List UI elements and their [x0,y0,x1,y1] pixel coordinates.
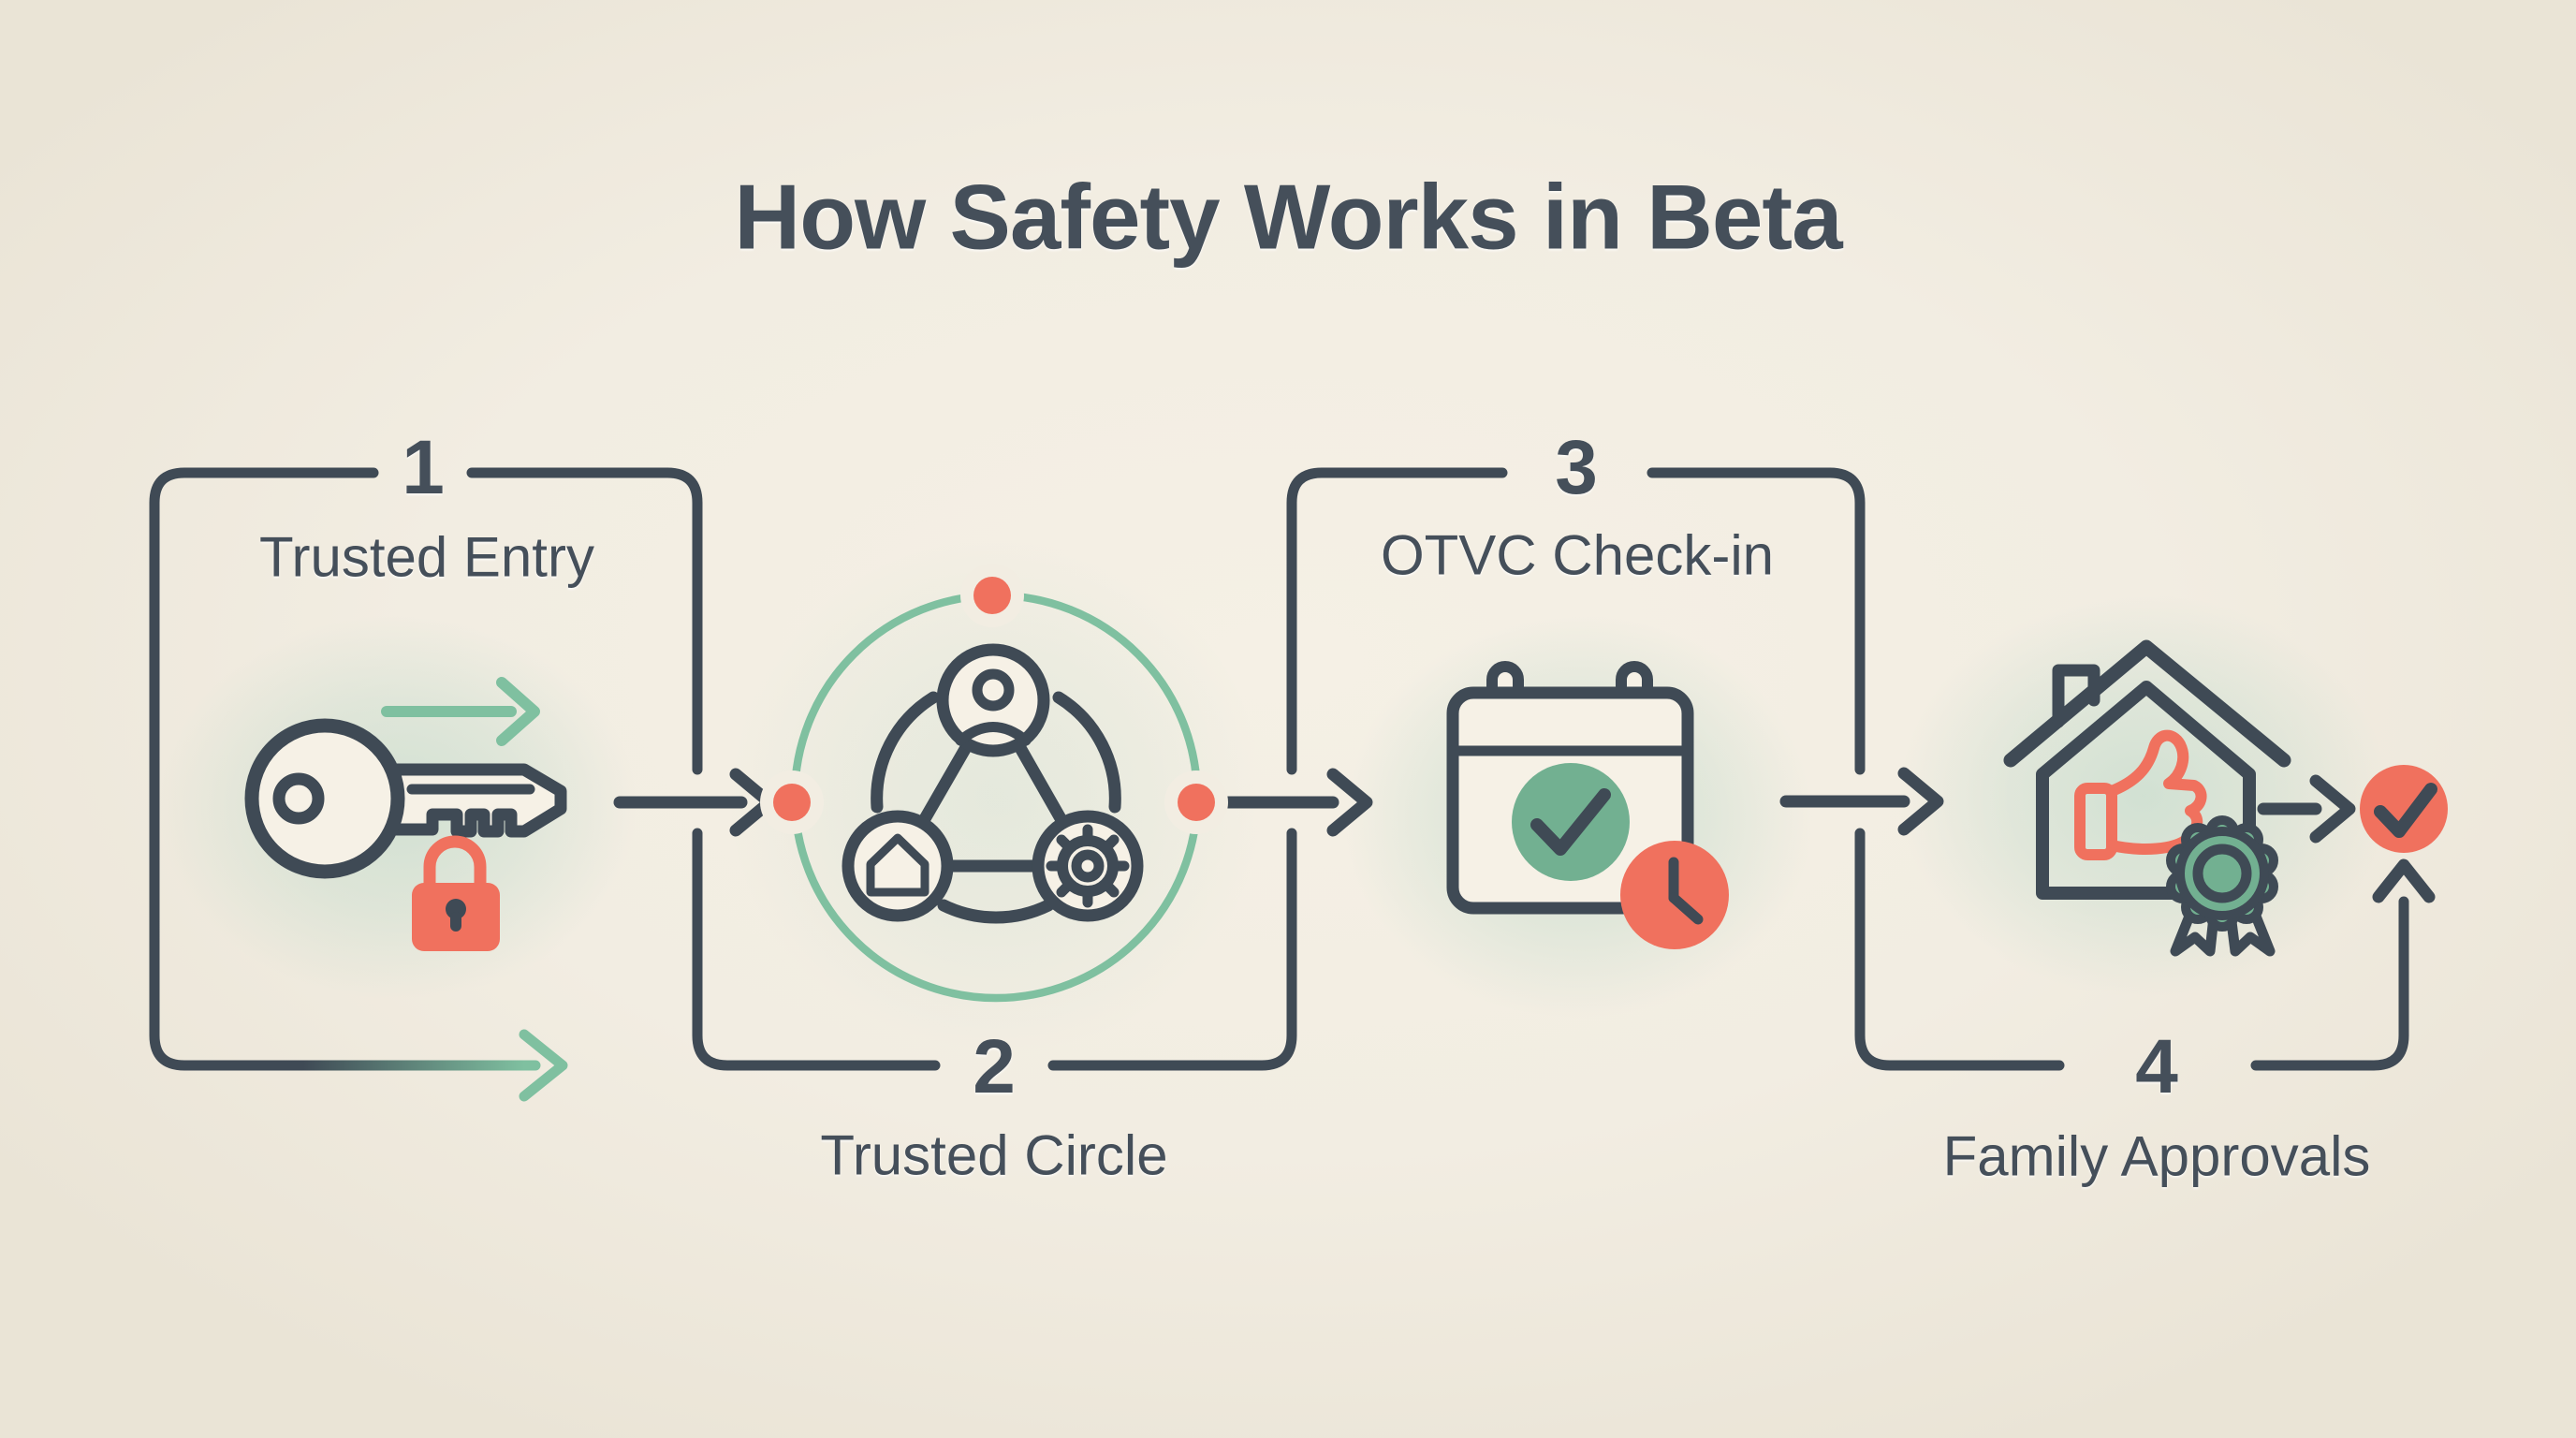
page-title: How Safety Works in Beta [734,165,1842,269]
green-loop-arrowhead-icon [519,1029,568,1102]
bracket-step2-left [692,828,941,1071]
bracket-step1-left [149,467,379,1030]
orbit-dots [773,577,1215,821]
award-rosette-icon [2166,815,2278,957]
otvc-checkin-illustration [1446,661,1729,949]
arrow-step1-to-step2-icon [613,768,776,837]
person-node [936,643,1050,757]
trusted-entry-illustration [244,677,567,951]
mint-glow-backgrounds [159,539,2387,1054]
up-arrowhead-to-approval-icon [2372,858,2436,903]
person-icon [972,668,1015,712]
step1-label: Trusted Entry [259,525,594,589]
bracket-step4-right [2250,896,2409,1071]
step2-number: 2 [973,1024,1016,1109]
step2-label: Trusted Circle [820,1123,1168,1187]
step4-number: 4 [2135,1024,2178,1109]
loop-rail-fading-to-green [149,1017,541,1071]
bracket-step4-left [1854,828,2065,1071]
step-brackets [149,467,2409,1102]
bracket-step1-right [466,467,703,775]
check-circle-icon [1512,763,1630,881]
inner-arc-ring [871,691,1121,924]
family-approvals-illustration [2003,639,2448,957]
step3-label: OTVC Check-in [1380,523,1775,587]
step3-number: 3 [1555,425,1598,510]
bracket-step3-right [1647,467,1866,775]
trusted-circle-illustration [760,564,1228,1003]
arrow-house-to-approval-icon [2257,774,2356,844]
approved-check-icon [2360,765,2448,853]
home-icon [866,833,929,897]
padlock-icon [412,835,500,951]
bracket-step3-left [1286,467,1508,775]
arrow-step3-to-step4-icon [1779,767,1944,836]
step4-label: Family Approvals [1942,1124,2371,1188]
arrow-step2-to-step3-icon [1216,768,1373,837]
gear-node [1032,810,1144,922]
key-icon [244,718,567,879]
bracket-step2-right [1047,828,1297,1071]
clock-icon [1620,841,1729,949]
green-entry-arrow-icon [381,677,540,746]
step1-number: 1 [402,425,445,510]
home-node [842,810,954,922]
